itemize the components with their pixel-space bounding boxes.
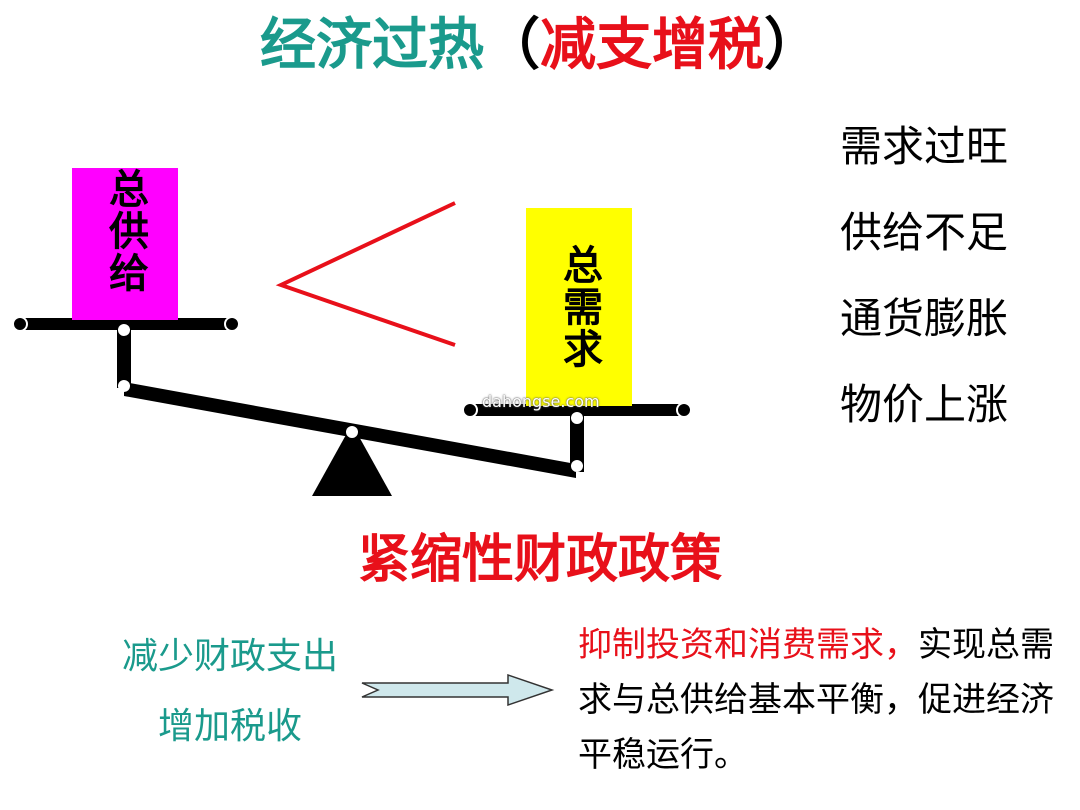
joint-dot [462, 402, 478, 418]
symptom-item: 需求过旺 [840, 122, 1009, 171]
demand-box: 总需求 [526, 208, 632, 406]
policy-heading: 紧缩性财政政策 [357, 530, 722, 590]
joint-dot [118, 324, 130, 336]
effect-highlight: 抑制投资和消费需求， [578, 625, 918, 665]
effect-rest: 实现总需求与总供给基本平衡，促进经济平稳运行。 [578, 625, 1054, 775]
demand-box-label: 总需求 [556, 244, 602, 370]
left-post [117, 326, 131, 388]
joint-dot [676, 402, 692, 418]
measure-item: 减少财政支出 [121, 636, 338, 677]
page-title: 经济过热（减支增税） [0, 6, 1080, 86]
less-than-sign [275, 201, 456, 347]
title-main: 经济过热 [260, 13, 484, 78]
title-highlight: 减支增税 [540, 13, 764, 78]
symptom-item: 供给不足 [840, 208, 1009, 257]
joint-dot [12, 316, 28, 332]
title-close-paren: ） [764, 13, 820, 78]
measure-item: 增加税收 [157, 706, 302, 747]
fulcrum-triangle [312, 424, 392, 496]
joint-dot [571, 412, 583, 424]
measures-list: 减少财政支出 增加税收 [90, 622, 370, 762]
watermark: dahongse.com [482, 392, 600, 411]
symptom-item: 物价上涨 [840, 380, 1009, 429]
right-post [570, 410, 584, 472]
supply-box: 总供给 [72, 168, 178, 320]
right-arrow-icon [361, 673, 555, 707]
symptoms-list: 需求过旺 供给不足 通货膨胀 物价上涨 [840, 104, 1060, 448]
joint-dot [571, 460, 583, 472]
joint-dot [224, 316, 240, 332]
effect-text: 抑制投资和消费需求，实现总需求与总供给基本平衡，促进经济平稳运行。 [578, 618, 1058, 783]
symptom-item: 通货膨胀 [840, 294, 1009, 343]
joint-dot [118, 380, 130, 392]
supply-box-label: 总供给 [102, 168, 148, 294]
joint-dot [346, 426, 358, 438]
title-open-paren: （ [484, 13, 540, 78]
right-platform [470, 404, 684, 416]
left-platform [20, 318, 232, 330]
